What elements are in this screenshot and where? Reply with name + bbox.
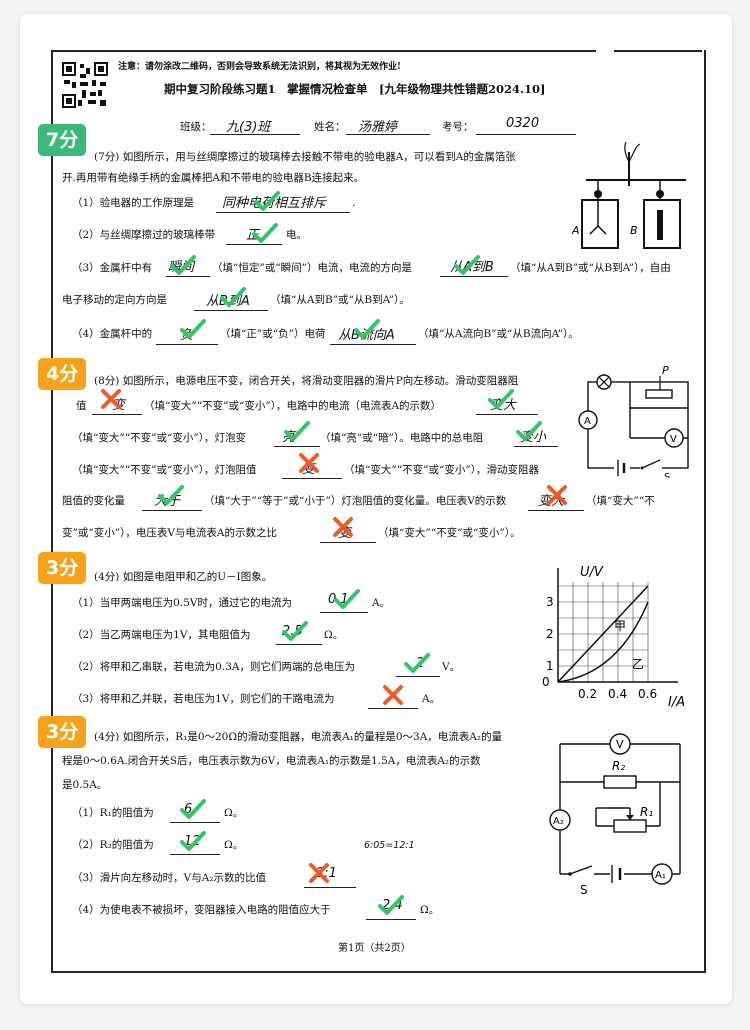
q4-circuit-figure: V R₂ R₁ A₂ A₁ S [549, 733, 681, 897]
q4-fig-label-r2: R₂ [612, 759, 625, 773]
q2-stem-1: (8分) 如图所示，电源电压不变，闭合开关，将滑动变阻器的滑片P向左移动。滑动变… [94, 375, 519, 387]
svg-text:0.4: 0.4 [608, 687, 627, 701]
q3-graph-label-jia: 甲 [614, 619, 626, 633]
cross-icon [101, 389, 121, 409]
check-icon [488, 389, 514, 409]
svg-text:1: 1 [546, 659, 554, 673]
q2-circuit-figure: P A V S [578, 364, 689, 478]
check-icon [454, 255, 480, 275]
page-frame [51, 50, 706, 973]
frame-top-line-right [614, 50, 702, 52]
check-icon [284, 421, 310, 441]
check-icon [220, 287, 246, 307]
svg-text:0.2: 0.2 [578, 687, 597, 701]
q2-fig-label-p: P [662, 364, 669, 377]
q3-ui-graph: U/V I/A 0 1 2 3 0.2 0.4 0.6 甲 乙 [542, 565, 685, 710]
class-label: 班级： [180, 121, 212, 133]
q1-p3-line2: 电子移动的定向方向是 [62, 294, 167, 306]
number-value: 0320 [506, 116, 540, 131]
check-icon [170, 255, 196, 275]
q2-answer-2: 变大 [490, 398, 517, 413]
svg-text:0: 0 [542, 675, 550, 689]
q4-stem-1: (4分) 如图所示，R₁是0～20Ω的滑动变阻器，电流表A₁的量程是0～3A，电… [94, 731, 503, 743]
q1-p1-prefix: （1）验电器的工作原理是 [72, 197, 195, 209]
q4-answer-2: 12 [184, 834, 201, 849]
check-icon [378, 895, 404, 915]
notice-text: 注意：请勿涂改二维码，否则会导致系统无法识别，将其视为无效作业! [118, 62, 401, 72]
check-icon [282, 621, 308, 641]
check-icon [254, 191, 280, 211]
svg-text:3: 3 [546, 595, 554, 609]
q4-stem-3: 是0.5A。 [62, 779, 108, 791]
number-label: 考号： [442, 121, 474, 133]
q1-p4-prefix: （4）金属杆中的 [72, 328, 153, 340]
page-title: 期中复习阶段练习题1 掌握情况检查单 [九年级物理共性错题2024.10] [164, 82, 546, 96]
q1-stem-1: (7分) 如图所示，用与丝绸摩擦过的玻璃棒去接触不带电的验电器A，可以看到A的金… [94, 151, 516, 163]
worksheet-card: 注意：请勿涂改二维码，否则会导致系统无法识别，将其视为无效作业! 期中复习阶段练… [20, 14, 732, 1004]
check-icon [354, 319, 380, 339]
cross-icon [547, 485, 567, 505]
q4-answer-1: 6 [184, 802, 193, 817]
page-footer: 第1页（共2页） [338, 943, 411, 954]
q3-graph-label-yi: 乙 [632, 657, 644, 671]
check-icon [252, 223, 278, 243]
cross-icon [299, 453, 319, 473]
score-badge-q4: 3分 [38, 716, 87, 748]
score-badge-q2: 4分 [38, 358, 87, 390]
q3-graph-ylabel: U/V [580, 565, 604, 580]
q4-fig-label-v: V [616, 738, 624, 751]
q1-fig-label-b: B [630, 224, 638, 237]
q2-fig-label-v: V [670, 434, 677, 445]
q1-p3-prefix: （3）金属杆中有 [72, 262, 153, 274]
q1-electroscope-figure: A B [571, 142, 686, 249]
check-icon [334, 589, 360, 609]
check-icon [180, 831, 206, 851]
q1-fig-label-a: A [571, 224, 580, 237]
q4-fig-label-s: S [580, 883, 588, 897]
check-icon [180, 319, 206, 339]
score-badge-q1: 7分 [38, 124, 87, 156]
check-icon [516, 421, 542, 441]
q1-p2-prefix: （2）与丝绸摩擦过的玻璃棒带 [72, 229, 216, 241]
svg-text:0.6: 0.6 [638, 687, 657, 701]
name-label: 姓名： [314, 121, 346, 133]
q1-stem-2: 开.再用带有绝缘手柄的金属棒把A和不带电的验电器B连接起来。 [62, 172, 365, 184]
cross-icon [383, 685, 403, 705]
q3-graph-xlabel: I/A [668, 695, 685, 710]
q2-answer-4: 变小 [520, 430, 547, 445]
cross-icon [333, 517, 353, 537]
q1-p2-answer: 正 [246, 228, 260, 243]
q4-fig-label-r1: R₁ [640, 805, 653, 819]
score-badge-q3: 3分 [38, 552, 87, 584]
q2-fig-label-s: S [664, 472, 670, 478]
check-icon [404, 653, 430, 673]
q2-fig-label-a: A [584, 416, 591, 427]
class-value: 九(3)班 [226, 120, 271, 135]
cross-icon [309, 863, 329, 883]
q1-p1-answer: 同种电荷相互排斥 [222, 196, 327, 211]
q4-fig-label-a1: A₁ [655, 870, 666, 881]
frame-top-line [51, 50, 596, 52]
q3-stem: (4分) 如图是电阻甲和乙的U－I图象。 [94, 571, 273, 583]
q4-stem-2: 程是0～0.6A.闭合开关S后，电压表示数为6V，电流表A₁的示数是1.5A，电… [62, 755, 481, 767]
svg-text:2: 2 [546, 627, 554, 641]
q4-fig-label-a2: A₂ [553, 816, 564, 827]
check-icon [180, 799, 206, 819]
q4-scratch-note: 6:05=12:1 [364, 840, 415, 851]
q3-answer-1: 0.1 [328, 592, 349, 607]
name-value: 汤雅婷 [358, 120, 398, 135]
qr-code-icon [62, 62, 108, 108]
check-icon [158, 485, 184, 505]
